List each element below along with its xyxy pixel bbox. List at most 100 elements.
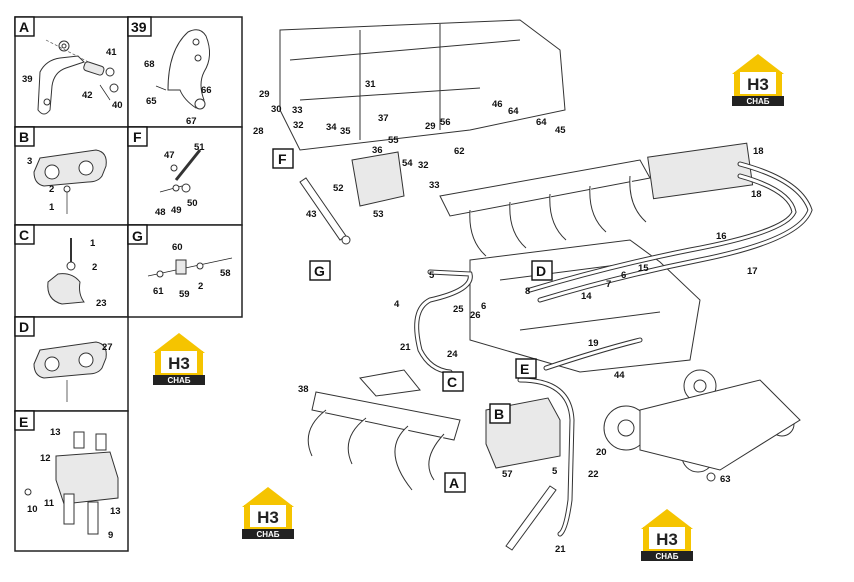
svg-text:17: 17 — [747, 266, 758, 277]
svg-text:24: 24 — [447, 349, 458, 360]
svg-text:11: 11 — [44, 498, 55, 509]
svg-text:62: 62 — [454, 146, 465, 157]
svg-text:54: 54 — [402, 158, 413, 169]
callout-g: G — [314, 263, 325, 279]
svg-text:26: 26 — [470, 310, 481, 321]
svg-text:28: 28 — [253, 126, 264, 137]
svg-text:14: 14 — [581, 291, 592, 302]
lower-ripper-bar — [311, 391, 461, 441]
bracket-plate — [351, 151, 405, 207]
svg-text:СНАБ: СНАБ — [655, 552, 678, 561]
svg-text:68: 68 — [144, 59, 155, 70]
svg-text:48: 48 — [155, 207, 166, 218]
panel-g: G 60 58 61 59 2 — [127, 224, 243, 318]
panel-e: E 13 12 10 11 13 9 — [14, 410, 129, 552]
svg-text:10: 10 — [27, 504, 38, 515]
cylinder-43 — [299, 177, 347, 241]
main-assembly — [279, 19, 813, 551]
panel-f: F 51 47 48 49 50 — [127, 126, 243, 226]
single-clamp — [47, 273, 85, 305]
svg-text:19: 19 — [588, 338, 599, 349]
svg-text:8: 8 — [525, 286, 530, 297]
svg-text:H3: H3 — [656, 530, 678, 549]
svg-text:32: 32 — [418, 160, 429, 171]
svg-text:H3: H3 — [168, 354, 190, 373]
svg-text:5: 5 — [552, 466, 558, 477]
svg-text:31: 31 — [365, 79, 376, 90]
brand-logo-left: H3 СНАБ — [153, 333, 205, 385]
svg-text:61: 61 — [153, 286, 164, 297]
brand-logo-top: H3 СНАБ — [732, 54, 784, 106]
svg-text:42: 42 — [82, 90, 93, 101]
svg-text:33: 33 — [429, 180, 440, 191]
svg-text:39: 39 — [22, 74, 33, 85]
callout-f: F — [278, 151, 287, 167]
panel-c: C 1 2 23 — [14, 224, 129, 318]
lower-frame — [469, 239, 701, 373]
svg-text:9: 9 — [108, 530, 113, 541]
svg-text:66: 66 — [201, 85, 212, 96]
svg-text:4: 4 — [394, 299, 400, 310]
svg-text:15: 15 — [638, 263, 649, 274]
svg-text:12: 12 — [40, 453, 51, 464]
svg-text:СНАБ: СНАБ — [256, 530, 279, 539]
svg-text:18: 18 — [753, 146, 764, 157]
svg-text:65: 65 — [146, 96, 157, 107]
svg-text:2: 2 — [92, 262, 97, 273]
svg-text:25: 25 — [453, 304, 464, 315]
svg-text:СНАБ: СНАБ — [167, 376, 190, 385]
svg-text:45: 45 — [555, 125, 566, 136]
panel-39-title: 39 — [131, 19, 147, 35]
svg-text:58: 58 — [220, 268, 231, 279]
svg-text:13: 13 — [110, 506, 121, 517]
callout-d: D — [536, 263, 546, 279]
control-valve — [647, 142, 754, 200]
svg-text:63: 63 — [720, 474, 731, 485]
svg-text:53: 53 — [373, 209, 384, 220]
upper-frame — [279, 19, 566, 151]
svg-text:49: 49 — [171, 205, 182, 216]
svg-text:13: 13 — [50, 427, 61, 438]
brand-logo-bottom-left: H3 СНАБ — [242, 487, 294, 539]
svg-text:E: E — [19, 414, 28, 430]
svg-text:29: 29 — [259, 89, 270, 100]
svg-text:37: 37 — [378, 113, 389, 124]
brand-logo-bottom-right: H3 СНАБ — [641, 509, 693, 561]
svg-text:35: 35 — [340, 126, 351, 137]
upper-ripper-bar — [439, 159, 651, 217]
svg-text:27: 27 — [102, 342, 113, 353]
svg-text:H3: H3 — [747, 75, 769, 94]
svg-text:32: 32 — [293, 120, 304, 131]
svg-text:5: 5 — [429, 270, 435, 281]
svg-text:B: B — [19, 129, 29, 145]
cylinder-lower — [505, 485, 557, 551]
svg-text:46: 46 — [492, 99, 503, 110]
callout-b: B — [494, 406, 504, 422]
detail-panels: A 41 39 42 40 39 68 66 65 67 — [14, 16, 243, 552]
bracket-arm — [37, 55, 85, 115]
svg-text:36: 36 — [372, 145, 383, 156]
svg-text:59: 59 — [179, 289, 190, 300]
svg-text:38: 38 — [298, 384, 309, 395]
svg-text:64: 64 — [508, 106, 519, 117]
svg-text:34: 34 — [326, 122, 337, 133]
svg-text:C: C — [19, 227, 29, 243]
panel-a-title: A — [19, 19, 29, 35]
panel-b: B 3 2 1 — [14, 126, 129, 226]
panel-39: 39 68 66 65 67 — [127, 16, 243, 128]
svg-text:7: 7 — [606, 279, 611, 290]
svg-text:21: 21 — [400, 342, 411, 353]
svg-text:56: 56 — [440, 117, 451, 128]
panel-a: A 41 39 42 40 — [14, 16, 129, 128]
svg-text:21: 21 — [555, 544, 566, 555]
svg-text:41: 41 — [106, 47, 117, 58]
svg-text:1: 1 — [90, 238, 96, 249]
svg-text:D: D — [19, 319, 29, 335]
svg-text:H3: H3 — [257, 508, 279, 527]
callout-c: C — [447, 374, 457, 390]
svg-text:1: 1 — [49, 202, 55, 213]
svg-text:3: 3 — [27, 156, 32, 167]
svg-text:2: 2 — [198, 281, 203, 292]
drive-gears — [603, 369, 801, 473]
part-labels: 29 30 28 33 32 31 34 35 37 36 55 54 29 5… — [253, 79, 764, 555]
